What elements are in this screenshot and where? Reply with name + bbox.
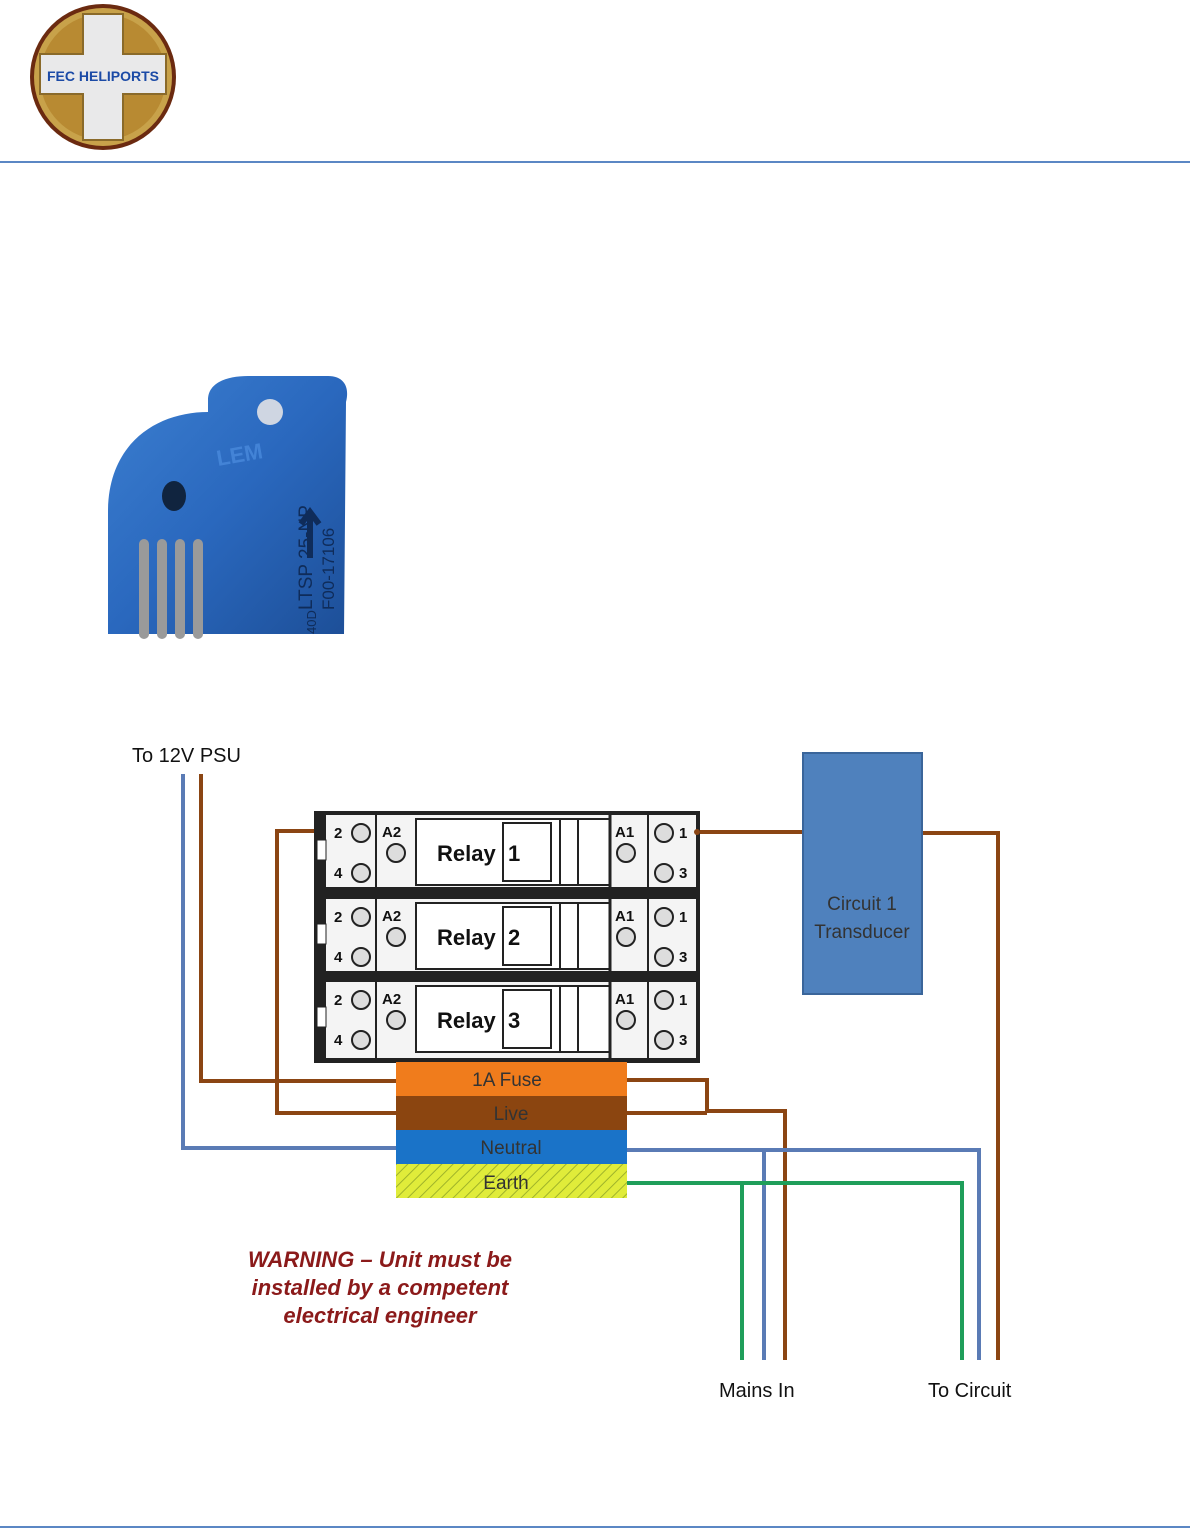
warning-line-2: installed by a competent	[252, 1275, 510, 1300]
relay-3-coil-a2: A2	[382, 991, 401, 1008]
fuse-output-wire	[627, 1080, 785, 1360]
relay-2: 2 4 A2 A1 1 3 Relay 2	[317, 899, 696, 971]
terminal-strip: 1A Fuse Live Neutral Earth	[396, 1062, 627, 1198]
relay-1-terminal-3: 3	[679, 865, 687, 882]
footer-rule	[0, 1526, 1190, 1528]
earth-label: Earth	[483, 1173, 528, 1194]
relay-3: 2 4 A2 A1 1 3 Relay 3	[317, 982, 696, 1058]
neutral-label: Neutral	[480, 1138, 541, 1159]
relay-2-label: Relay	[437, 925, 496, 950]
relay-3-terminal-3: 3	[679, 1032, 687, 1049]
relay-3-terminal-4: 4	[334, 1032, 343, 1049]
mains-in-label: Mains In	[719, 1380, 795, 1402]
earth-circuit-wire	[742, 1183, 962, 1360]
relay-2-terminal-3: 3	[679, 949, 687, 966]
sensor-marking-serial: F00-17106	[319, 528, 338, 610]
relay-2-coil-a1: A1	[615, 908, 634, 925]
to-circuit-label: To Circuit	[928, 1380, 1012, 1402]
relay-3-label: Relay	[437, 1008, 496, 1033]
wiring-diagram: To 12V PSU 2 4 A2 A1 1 3 Relay	[0, 700, 1190, 1460]
current-transducer-photo: LTSP 25-NP F00-17106 LEM 40D	[88, 372, 350, 642]
warning-line-1: WARNING – Unit must be	[248, 1247, 512, 1272]
relay-3-terminal-2: 2	[334, 992, 342, 1009]
earth-mains-wire	[627, 1183, 742, 1360]
relay-1-terminal-4: 4	[334, 865, 343, 882]
relay-2-terminal-1: 1	[679, 909, 687, 926]
transducer-line-2: Transducer	[814, 922, 910, 943]
relay-1-terminal-2: 2	[334, 825, 342, 842]
relay-1-coil-a2: A2	[382, 824, 401, 841]
fec-heliports-logo: FEC HELIPORTS	[28, 2, 178, 152]
warning-line-3: electrical engineer	[283, 1303, 478, 1328]
relay-2-coil-a2: A2	[382, 908, 401, 925]
psu-label: To 12V PSU	[132, 745, 241, 767]
relay-3-terminal-1: 1	[679, 992, 687, 1009]
relay-2-terminal-4: 4	[334, 949, 343, 966]
relay-1: 2 4 A2 A1 1 3 Relay 1	[317, 815, 700, 887]
relay-1-label: Relay	[437, 841, 496, 866]
relay-1-terminal-1: 1	[679, 825, 687, 842]
circuit-transducer: Circuit 1 Transducer	[803, 753, 922, 994]
live-label: Live	[494, 1104, 529, 1125]
logo-text: FEC HELIPORTS	[47, 68, 159, 84]
relay-block: 2 4 A2 A1 1 3 Relay 1 2	[314, 811, 700, 1063]
relay-2-terminal-2: 2	[334, 909, 342, 926]
relay-1-coil-a1: A1	[615, 824, 634, 841]
relay-1-number: 1	[508, 841, 520, 866]
sensor-marking-bottom: 40D	[304, 610, 319, 634]
fuse-label: 1A Fuse	[472, 1070, 542, 1091]
transducer-line-1: Circuit 1	[827, 894, 897, 915]
relay-3-coil-a1: A1	[615, 991, 634, 1008]
header-rule	[0, 161, 1190, 163]
relay-3-number: 3	[508, 1008, 520, 1033]
relay-2-number: 2	[508, 925, 520, 950]
